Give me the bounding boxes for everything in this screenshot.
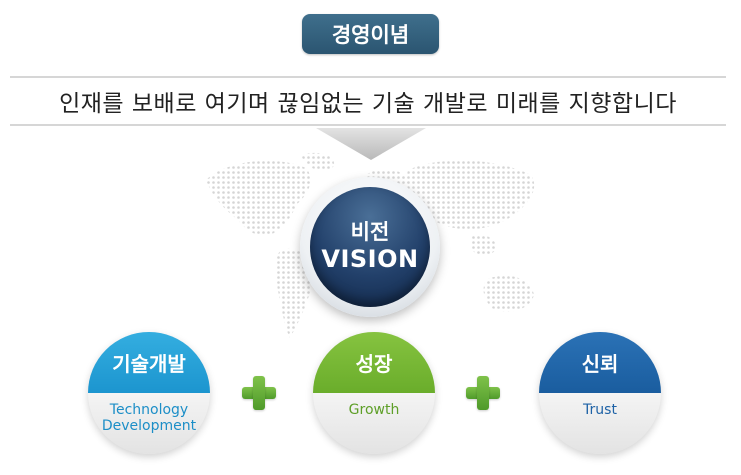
title-text: 경영이념 bbox=[331, 23, 410, 47]
value-english-label: Technology Development bbox=[88, 393, 210, 454]
value-english-label: Growth bbox=[313, 393, 435, 454]
value-circle-trust: 신뢰 Trust bbox=[539, 332, 661, 454]
vision-korean-label: 비전 bbox=[350, 220, 390, 244]
value-english-line2: Development bbox=[101, 418, 197, 434]
value-english-line1: Trust bbox=[583, 402, 617, 418]
plus-icon bbox=[466, 376, 500, 410]
vision-circle: 비전 VISION bbox=[310, 187, 430, 307]
page-title: 경영이념 bbox=[302, 14, 439, 54]
motto-text: 인재를 보배로 여기며 끊임없는 기술 개발로 미래를 지향합니다 bbox=[59, 91, 677, 117]
value-korean-label: 신뢰 bbox=[539, 332, 661, 393]
value-english-line1: Technology bbox=[109, 402, 189, 418]
value-korean-label: 기술개발 bbox=[88, 332, 210, 393]
value-korean-label: 성장 bbox=[313, 332, 435, 393]
value-circle-technology: 기술개발 Technology Development bbox=[88, 332, 210, 454]
vision-english-label: VISION bbox=[321, 245, 419, 273]
value-english-line1: Growth bbox=[348, 402, 400, 418]
world-map-background bbox=[206, 152, 535, 338]
down-arrow-icon bbox=[316, 128, 426, 160]
divider-top bbox=[10, 76, 726, 78]
plus-icon bbox=[242, 376, 276, 410]
divider-bottom bbox=[10, 124, 726, 126]
value-circle-growth: 성장 Growth bbox=[313, 332, 435, 454]
value-english-label: Trust bbox=[539, 393, 661, 454]
